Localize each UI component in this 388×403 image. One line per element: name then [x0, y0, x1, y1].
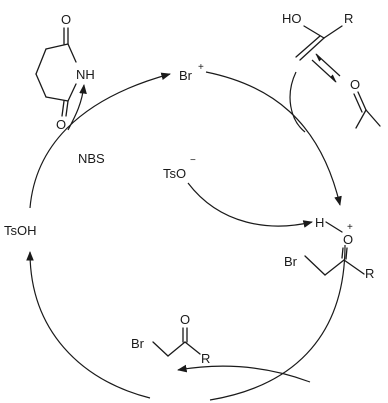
- enol-structure: [295, 25, 343, 61]
- bromoketone-r-label: R: [365, 266, 374, 281]
- tosylate-label: TsO: [163, 166, 186, 181]
- succinimide-o-top: O: [61, 12, 71, 27]
- bromoketone-br-label: Br: [284, 254, 298, 269]
- arrow-tosylate-to-proton: [187, 182, 313, 228]
- nbs-label: NBS: [78, 151, 105, 166]
- cycle-arrow-br-to-oxonium: [205, 71, 342, 206]
- product-r-label: R: [201, 351, 210, 366]
- bromine-cation-charge: +: [198, 62, 204, 73]
- arrow-enol-into-cycle: [289, 71, 306, 133]
- bromoketone-structure: [304, 247, 365, 276]
- product-br-label: Br: [131, 336, 145, 351]
- cycle-arrow-tsoh-to-bromine: [29, 72, 171, 209]
- succinimide-nh: NH: [76, 67, 95, 82]
- tosylate-charge: −: [190, 155, 196, 166]
- arrow-to-succinimide: [67, 84, 87, 131]
- product-structure: [152, 327, 201, 357]
- proton-h-label: H: [315, 215, 324, 230]
- proton-to-oxygen-bond: [325, 221, 343, 233]
- product-o-label: O: [180, 312, 190, 327]
- succinimide-structure: [35, 27, 77, 117]
- cycle-arrow-right-lower: [209, 244, 346, 401]
- equilibrium-arrow-reverse: [315, 53, 341, 77]
- cycle-arrow-bottom-to-tsoh: [26, 251, 151, 399]
- succinimide-o-bottom: O: [56, 117, 66, 132]
- bromine-cation-label: Br: [179, 68, 193, 83]
- arrow-to-product: [177, 364, 311, 383]
- enol-hydroxyl-label: HO: [282, 11, 302, 26]
- ketone-structure: [353, 91, 381, 129]
- tsoh-label: TsOH: [4, 223, 37, 238]
- equilibrium-arrow-forward: [311, 59, 337, 83]
- oxonium-o-label: O: [343, 232, 353, 247]
- ketone-o-label: O: [350, 77, 360, 92]
- oxonium-charge: +: [347, 222, 353, 233]
- enol-r-label: R: [344, 11, 353, 26]
